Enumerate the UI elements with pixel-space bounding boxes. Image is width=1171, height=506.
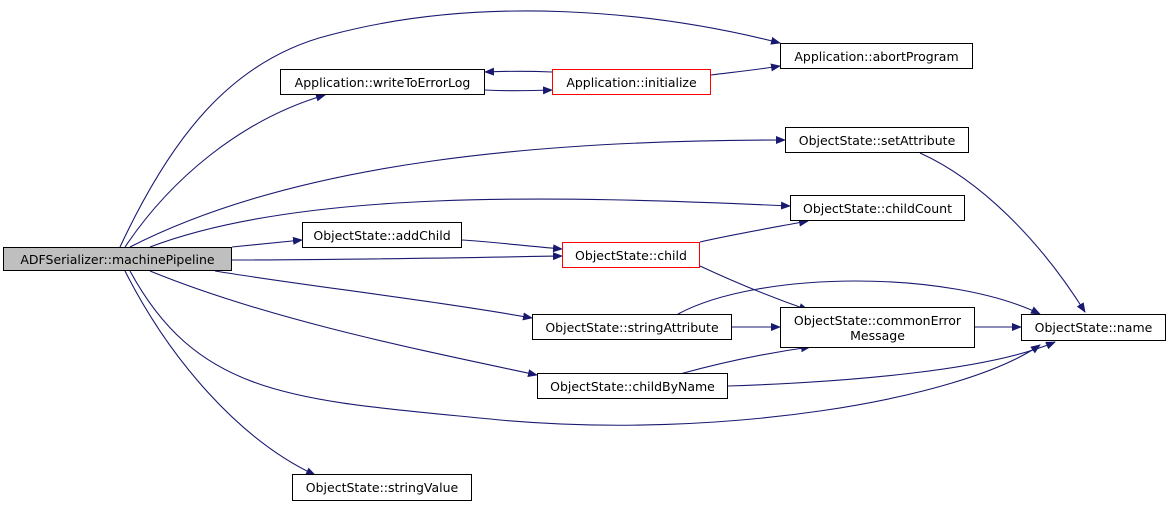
edge-root-to-add-child	[231, 236, 303, 248]
node-child-by-name[interactable]: ObjectState::childByName	[537, 373, 728, 399]
edge-string-attribute-to-name	[677, 280, 1041, 315]
node-child[interactable]: ObjectState::child	[562, 242, 700, 268]
edge-set-attribute-to-name	[919, 152, 1086, 313]
edge-child-to-child-count	[699, 218, 809, 243]
edge-child-by-name-to-name	[727, 341, 1056, 387]
node-string-value[interactable]: ObjectState::stringValue	[292, 474, 472, 501]
node-string-attribute[interactable]: ObjectState::stringAttribute	[532, 314, 732, 340]
edge-root-to-string-value	[124, 270, 316, 476]
edge-initialize-to-abort-program	[710, 63, 781, 76]
node-common-error-message[interactable]: ObjectState::commonError Message	[780, 307, 975, 348]
edge-initialize-to-write-to-error-log	[484, 67, 553, 76]
node-initialize[interactable]: Application::initialize	[552, 69, 711, 95]
node-set-attribute[interactable]: ObjectState::setAttribute	[785, 127, 969, 153]
node-abort-program[interactable]: Application::abortProgram	[780, 43, 973, 69]
node-add-child[interactable]: ObjectState::addChild	[302, 222, 462, 248]
edge-root-to-set-attribute	[129, 136, 786, 248]
edge-root-to-write-to-error-log	[124, 93, 326, 248]
edge-child-to-common-error-message	[699, 265, 809, 311]
node-child-count[interactable]: ObjectState::childCount	[790, 195, 965, 221]
edge-root-to-string-attribute	[214, 270, 533, 321]
edge-root-to-child-count	[149, 198, 791, 248]
node-machine-pipeline: ADFSerializer::machinePipeline	[3, 247, 232, 271]
edge-root-to-abort-program	[119, 10, 781, 248]
edge-child-by-name-to-common-error-message	[679, 344, 811, 375]
edge-root-to-child	[231, 252, 563, 261]
edge-root-to-child-by-name	[149, 270, 538, 378]
edge-write-to-error-log-to-initialize	[484, 86, 553, 95]
node-name[interactable]: ObjectState::name	[1021, 314, 1166, 341]
edge-root-to-name	[129, 270, 1041, 426]
edge-add-child-to-child	[461, 239, 563, 253]
node-write-to-error-log[interactable]: Application::writeToErrorLog	[280, 69, 485, 95]
